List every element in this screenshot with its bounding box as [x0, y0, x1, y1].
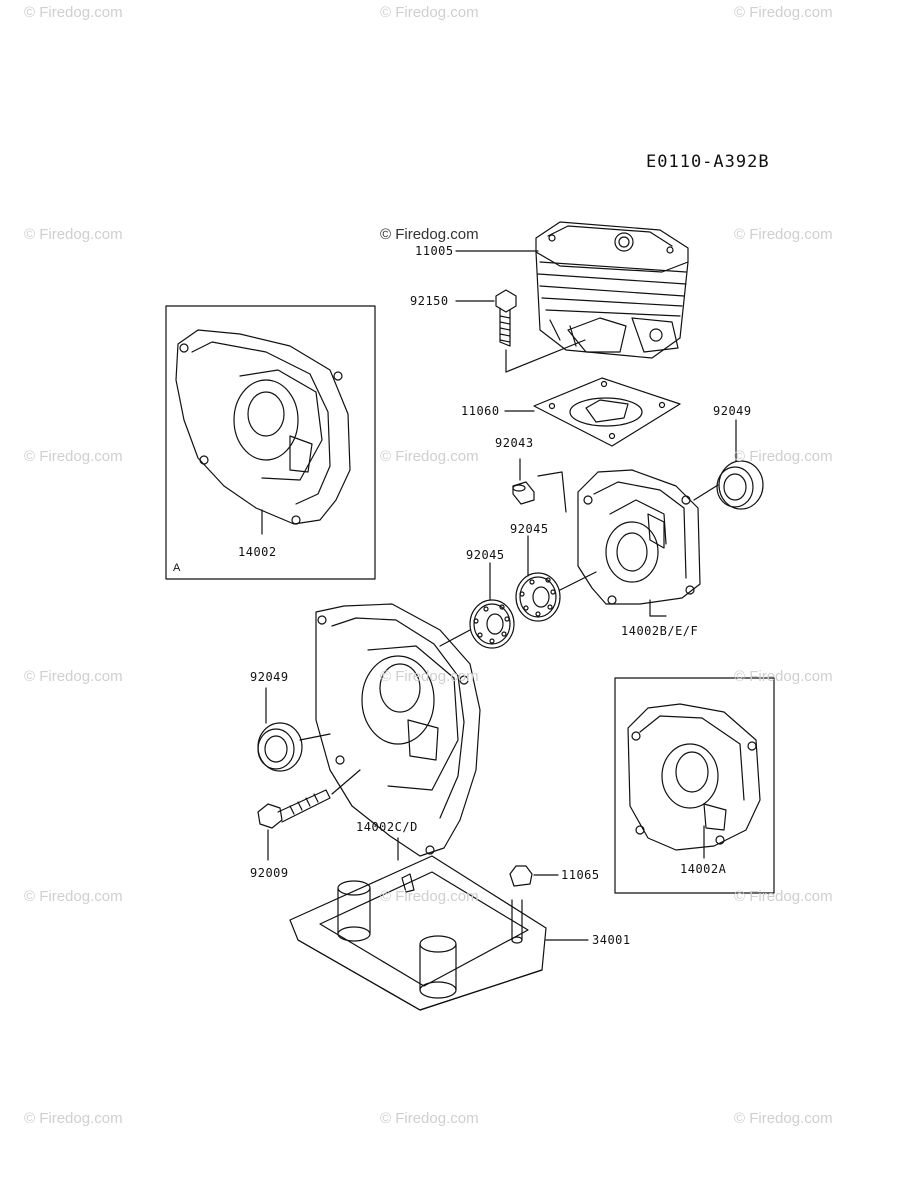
label-crankcase-bolt: 92009	[250, 866, 289, 880]
inset-letter: A	[173, 562, 181, 574]
watermark: © Firedog.com	[380, 4, 479, 21]
cap-part	[509, 865, 533, 887]
label-cover: 34001	[592, 933, 631, 947]
watermark: © Firedog.com	[24, 668, 123, 685]
watermark: © Firedog.com	[380, 668, 479, 685]
watermark: © Firedog.com	[734, 1110, 833, 1127]
watermark: © Firedog.com	[734, 4, 833, 21]
pin-part	[512, 481, 535, 505]
inset-box-right	[614, 677, 775, 894]
crankcase-inset-part	[175, 329, 351, 525]
watermark: © Firedog.com	[24, 888, 123, 905]
label-cylinder: 11005	[415, 244, 454, 258]
watermark: © Firedog.com	[734, 668, 833, 685]
cylinder-part	[535, 221, 689, 359]
label-crankcase-inset-a: 14002A	[680, 862, 727, 876]
cylinder-bolt	[495, 289, 517, 347]
label-crankcase-left: 14002C/D	[356, 820, 418, 834]
crankcase-bolt	[257, 789, 331, 829]
bearing-upper	[515, 572, 561, 622]
cover-part	[289, 855, 547, 1011]
label-cap: 11065	[561, 868, 600, 882]
watermark: © Firedog.com	[734, 888, 833, 905]
label-seal-left: 92049	[250, 670, 289, 684]
bearing-lower	[469, 599, 515, 649]
oil-seal-left	[257, 722, 303, 772]
oil-seal-right	[716, 460, 764, 510]
label-pin: 92043	[495, 436, 534, 450]
watermark: © Firedog.com	[380, 1110, 479, 1127]
watermark: © Firedog.com	[24, 1110, 123, 1127]
crankcase-inset-a-part	[627, 703, 761, 851]
label-crankcase-inset: 14002	[238, 545, 277, 559]
label-bearing-lower: 92045	[466, 548, 505, 562]
label-crankcase-right: 14002B/E/F	[621, 624, 699, 638]
watermark: © Firedog.com	[24, 226, 123, 243]
watermark: © Firedog.com	[734, 226, 833, 243]
inset-box-left	[165, 305, 376, 580]
crankcase-right-part	[577, 469, 701, 605]
watermark: © Firedog.com	[734, 448, 833, 465]
diagram-code: E0110-A392B	[646, 152, 770, 172]
label-cylinder-bolt: 92150	[410, 294, 449, 308]
watermark: © Firedog.com	[380, 226, 479, 243]
watermark: © Firedog.com	[24, 4, 123, 21]
label-gasket: 11060	[461, 404, 500, 418]
gasket-part	[533, 377, 681, 447]
crankcase-left-part	[315, 603, 481, 857]
label-seal-right: 92049	[713, 404, 752, 418]
watermark: © Firedog.com	[24, 448, 123, 465]
watermark: © Firedog.com	[380, 888, 479, 905]
watermark: © Firedog.com	[380, 448, 479, 465]
label-bearing-upper: 92045	[510, 522, 549, 536]
